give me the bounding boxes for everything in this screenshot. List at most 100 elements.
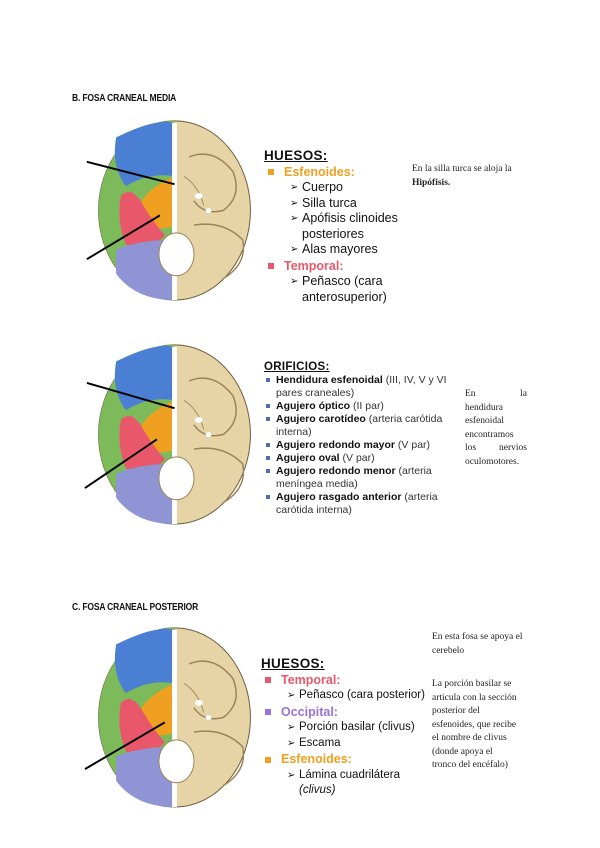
bullet-square-icon bbox=[265, 709, 271, 715]
list-item: ➢(clivus) bbox=[261, 783, 431, 799]
bullet-square-icon bbox=[265, 757, 271, 763]
list-item: ➢Porción basilar (clivus) bbox=[261, 720, 431, 736]
arrow-bullet-icon: ➢ bbox=[287, 688, 299, 704]
list-item-label: Porción basilar (clivus) bbox=[299, 720, 415, 736]
bone-temporal: Temporal: bbox=[261, 673, 431, 689]
note-hipofisis: En la silla turca se aloja la Hipófisis. bbox=[412, 163, 552, 190]
note-line: (donde apoya el bbox=[432, 746, 562, 760]
list-item-label: Silla turca bbox=[302, 196, 357, 212]
orifices-panel: ORIFICIOS: Hendidura esfenoidal (III, IV… bbox=[264, 361, 454, 517]
list-item: ➢Escama bbox=[261, 736, 431, 752]
note-line: oculomotores. bbox=[465, 456, 527, 470]
bullet-square-icon bbox=[266, 404, 270, 408]
arrow-bullet-icon: ➢ bbox=[290, 211, 302, 227]
orifice-name: Agujero redondo menor bbox=[276, 465, 396, 477]
orifice-detail: (V par) bbox=[395, 439, 430, 451]
list-item-label: Peñasco (cara bbox=[302, 274, 383, 290]
note-line: hendidura bbox=[465, 402, 527, 416]
list-item: Agujero oval (V par) bbox=[264, 452, 454, 465]
orifice-name: Agujero rasgado anterior bbox=[276, 491, 401, 503]
list-item: ➢Cuerpo bbox=[264, 180, 414, 196]
list-item: Hendidura esfenoidal (III, IV, V y VI pa… bbox=[264, 374, 454, 400]
orifice-name: Hendidura esfenoidal bbox=[276, 374, 383, 386]
bullet-square-icon bbox=[266, 443, 270, 447]
note-line: los nervios bbox=[465, 442, 527, 456]
list-item: ➢Lámina cuadrilátera bbox=[261, 768, 431, 784]
note-line: el nombre de clivus bbox=[432, 732, 562, 746]
section-title-b: B. FOSA CRANEAL MEDIA bbox=[72, 93, 176, 104]
orifice-name: Agujero oval bbox=[276, 452, 340, 464]
orifice-name: Agujero óptico bbox=[276, 400, 350, 412]
note-line: En la bbox=[465, 388, 527, 402]
arrow-bullet-icon: ➢ bbox=[290, 274, 302, 290]
panel-heading: HUESOS: bbox=[264, 148, 414, 164]
list-item: ➢Peñasco (cara posterior) bbox=[261, 688, 431, 704]
note-line: Hipófisis. bbox=[412, 177, 552, 191]
list-item: ➢Alas mayores bbox=[264, 242, 414, 258]
note-line: articula con la sección bbox=[432, 692, 562, 706]
bullet-square-icon bbox=[268, 263, 274, 269]
list-item-label: Cuerpo bbox=[302, 180, 343, 196]
arrow-bullet-icon: ➢ bbox=[290, 242, 302, 258]
list-item-label: (clivus) bbox=[299, 783, 335, 799]
list-item: Agujero redondo mayor (V par) bbox=[264, 439, 454, 452]
panel-heading: HUESOS: bbox=[261, 656, 431, 672]
note-line: tronco del encéfalo) bbox=[432, 759, 562, 773]
list-item: ➢posteriores bbox=[264, 227, 414, 243]
note-line: posterior del bbox=[432, 705, 562, 719]
bullet-square-icon bbox=[266, 469, 270, 473]
note-line: En esta fosa se apoya el bbox=[432, 631, 562, 645]
orifices-list: Hendidura esfenoidal (III, IV, V y VI pa… bbox=[264, 374, 454, 517]
note-cerebelo: En esta fosa se apoya el cerebelo bbox=[432, 631, 562, 658]
orifice-detail: (V par) bbox=[340, 452, 375, 464]
list-item-label: Lámina cuadrilátera bbox=[299, 768, 400, 784]
note-line: cerebelo bbox=[432, 645, 562, 659]
bullet-square-icon bbox=[265, 677, 271, 683]
list-item: Agujero redondo menor (arteria meníngea … bbox=[264, 465, 454, 491]
list-item-label: Peñasco (cara posterior) bbox=[299, 688, 425, 704]
bone-occipital: Occipital: bbox=[261, 705, 431, 721]
arrow-bullet-icon: ➢ bbox=[290, 180, 302, 196]
orifice-detail: (II par) bbox=[350, 400, 384, 412]
bone-label: Temporal: bbox=[284, 259, 344, 275]
note-line: esfenoides, que recibe bbox=[432, 719, 562, 733]
list-item-label: Alas mayores bbox=[302, 242, 378, 258]
bone-label: Esfenoides: bbox=[284, 165, 355, 181]
section-title-c: C. FOSA CRANEAL POSTERIOR bbox=[72, 602, 198, 613]
orifice-name: Agujero redondo mayor bbox=[276, 439, 395, 451]
bone-label: Temporal: bbox=[281, 673, 341, 689]
list-item-label: Escama bbox=[299, 736, 341, 752]
bone-temporal: Temporal: bbox=[264, 259, 414, 275]
list-item: ➢Peñasco (cara bbox=[264, 274, 414, 290]
note-clivus: La porción basilar se articula con la se… bbox=[432, 678, 562, 773]
list-item: Agujero óptico (II par) bbox=[264, 400, 454, 413]
note-hendidura: En la hendidura esfenoidal encontramos l… bbox=[465, 388, 527, 469]
bone-label: Esfenoides: bbox=[281, 752, 352, 768]
bone-esfenoides: Esfenoides: bbox=[264, 165, 414, 181]
arrow-bullet-icon: ➢ bbox=[287, 736, 299, 752]
bullet-square-icon bbox=[266, 495, 270, 499]
skull-base-illustration bbox=[77, 625, 272, 810]
note-line: esfenoidal bbox=[465, 415, 527, 429]
note-line: En la silla turca se aloja la bbox=[412, 163, 552, 177]
bone-esfenoides: Esfenoides: bbox=[261, 752, 431, 768]
bullet-square-icon bbox=[268, 169, 274, 175]
arrow-bullet-icon: ➢ bbox=[287, 768, 299, 784]
list-item-label: anterosuperior) bbox=[302, 290, 387, 306]
list-item-label: Apófisis clinoides bbox=[302, 211, 398, 227]
note-line: encontramos bbox=[465, 429, 527, 443]
bullet-square-icon bbox=[266, 456, 270, 460]
list-item: Agujero carotídeo (arteria carótida inte… bbox=[264, 413, 454, 439]
list-item: Agujero rasgado anterior (arteria caróti… bbox=[264, 491, 454, 517]
arrow-bullet-icon: ➢ bbox=[290, 196, 302, 212]
orifice-name: Agujero carotídeo bbox=[276, 413, 366, 425]
bone-label: Occipital: bbox=[281, 705, 338, 721]
bones-panel-posterior-fossa: HUESOS: Temporal: ➢Peñasco (cara posteri… bbox=[261, 656, 431, 799]
list-item-label: posteriores bbox=[302, 227, 364, 243]
bullet-square-icon bbox=[266, 378, 270, 382]
panel-heading: ORIFICIOS: bbox=[264, 361, 454, 374]
arrow-bullet-icon: ➢ bbox=[287, 720, 299, 736]
list-item: ➢anterosuperior) bbox=[264, 290, 414, 306]
skull-base-illustration bbox=[77, 342, 272, 527]
bullet-square-icon bbox=[266, 417, 270, 421]
